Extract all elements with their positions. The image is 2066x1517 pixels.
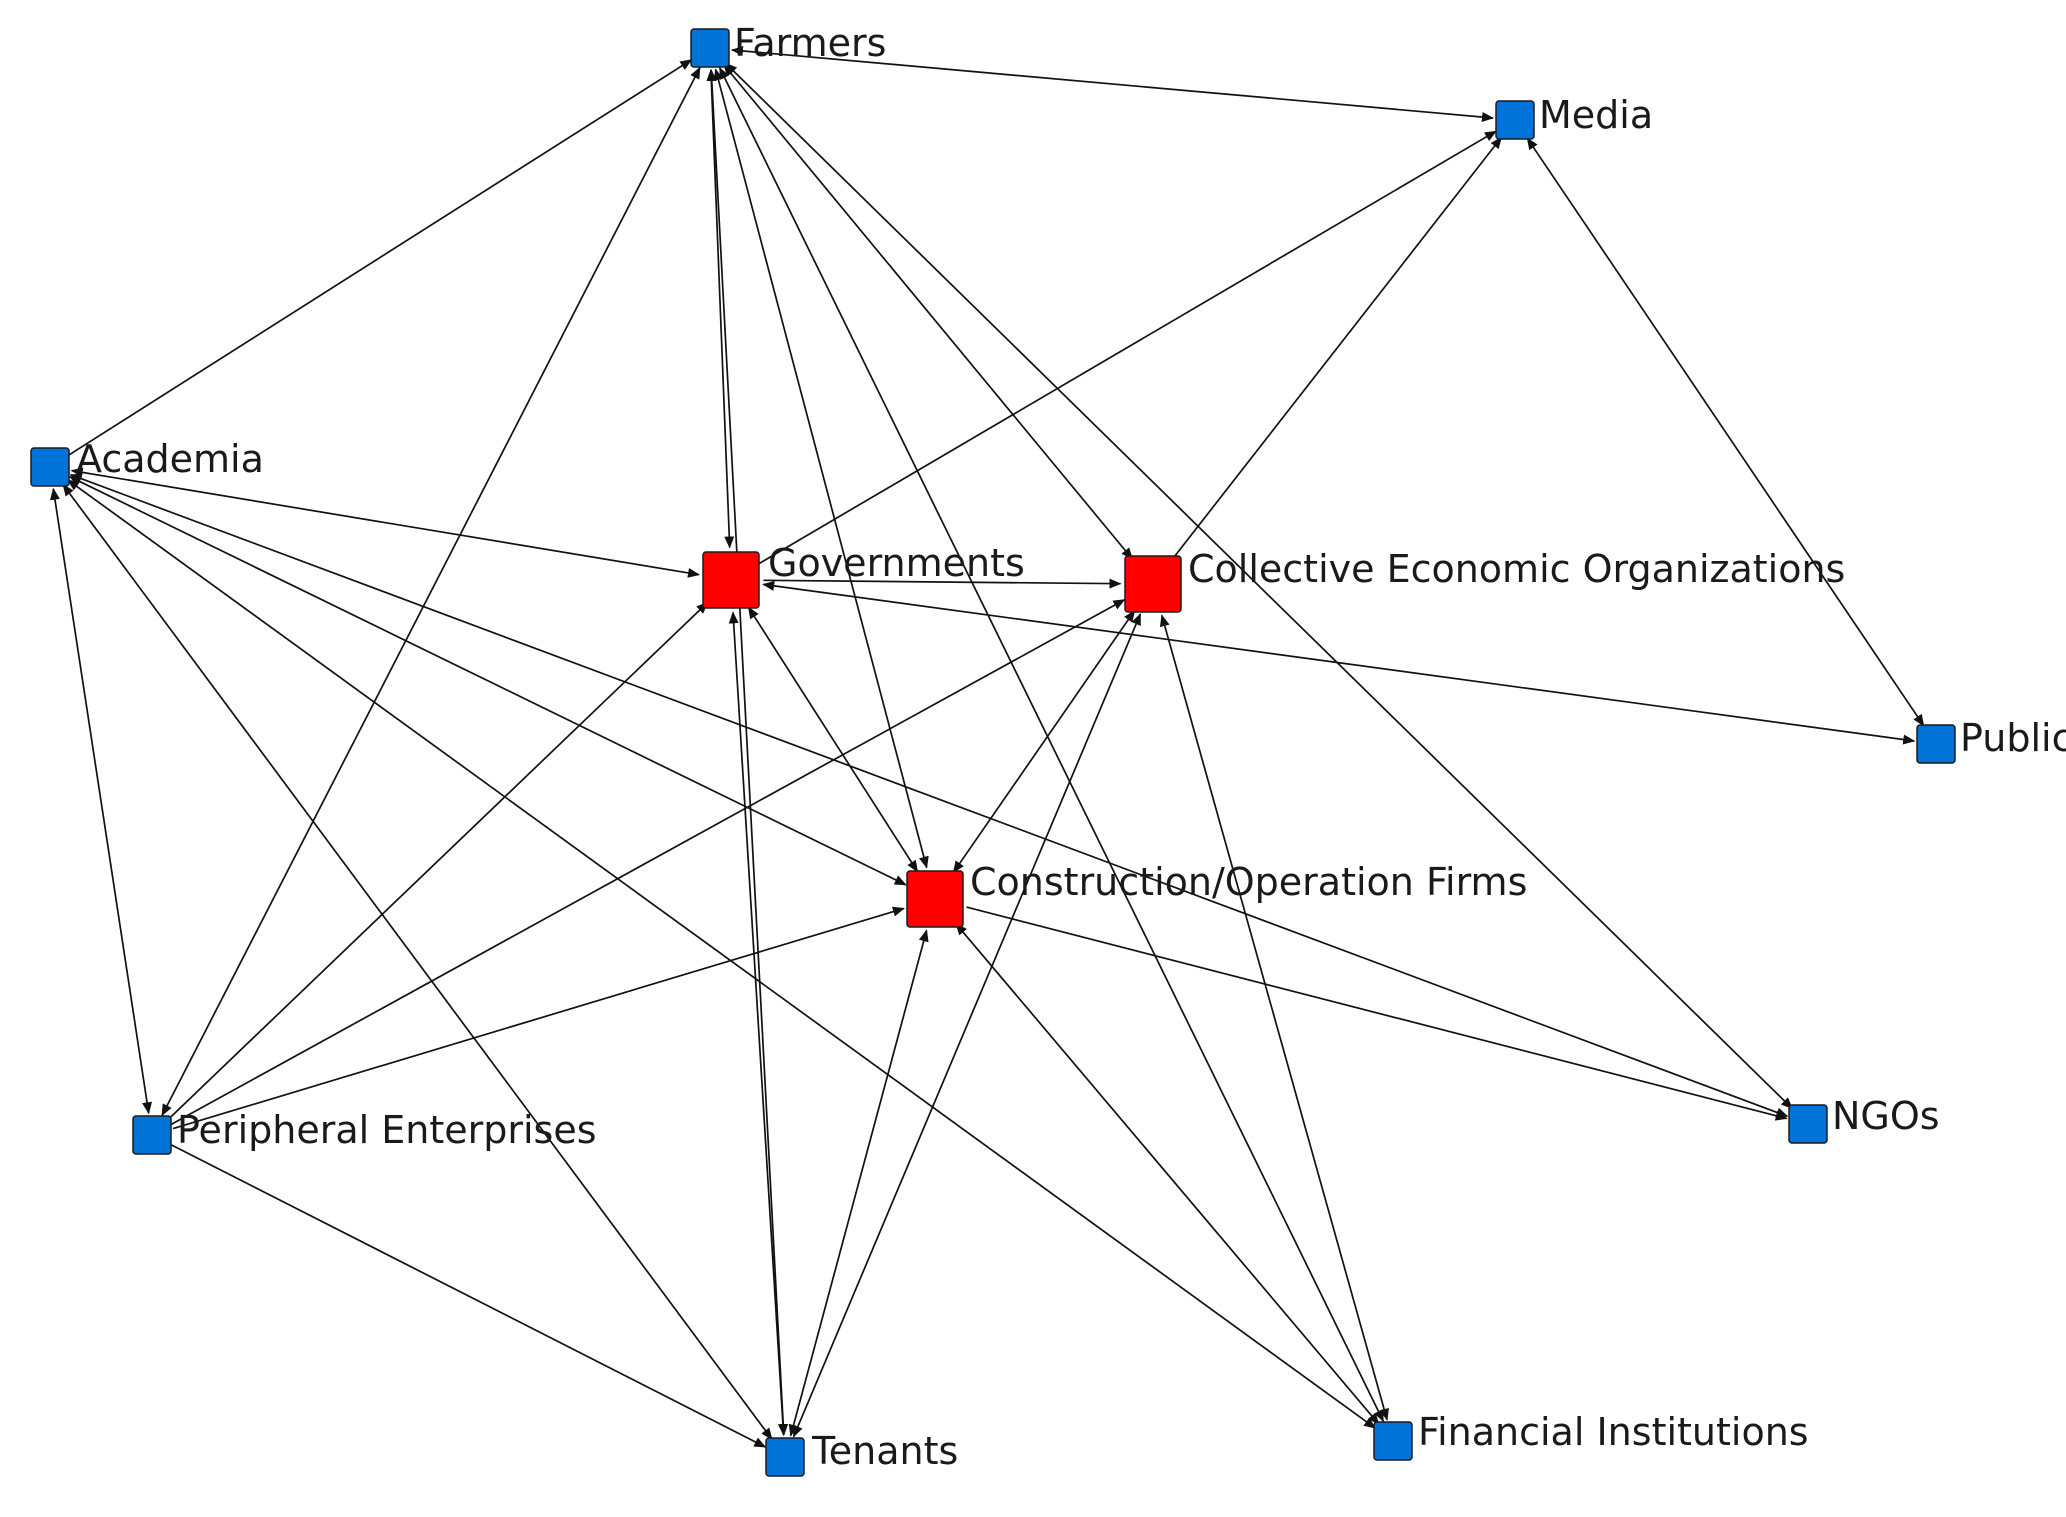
farmers-label: Farmers xyxy=(734,21,886,65)
ngos-label: NGOs xyxy=(1832,1094,1940,1138)
edge-layer xyxy=(50,45,1925,1448)
media-label: Media xyxy=(1539,93,1653,137)
tenants-label: Tenants xyxy=(811,1429,958,1473)
governments-node xyxy=(702,551,760,609)
edge-ceo-media xyxy=(1172,136,1503,559)
edge-academia-tenants xyxy=(62,483,773,1441)
public-node xyxy=(1916,724,1956,764)
edge-firms-tenants xyxy=(788,929,929,1437)
label-layer: Farmers Media Academia Governments Colle… xyxy=(76,21,2066,1473)
edge-ceo-firms xyxy=(952,609,1136,874)
edge-peripheral-governments xyxy=(167,601,709,1121)
tenants-node xyxy=(765,1437,805,1477)
peripheral-enterprises-label: Peripheral Enterprises xyxy=(177,1108,597,1152)
edge-academia-peripheral xyxy=(50,487,152,1115)
edge-academia-firms xyxy=(68,475,907,886)
financial-institutions-label: Financial Institutions xyxy=(1418,1410,1809,1454)
public-label: Public xyxy=(1960,716,2066,760)
edge-media-public xyxy=(1526,137,1925,727)
edge-ceo-financial xyxy=(1159,614,1389,1421)
edge-farmers-tenants xyxy=(706,69,789,1436)
edge-peripheral-firms xyxy=(172,906,905,1130)
media-node xyxy=(1495,100,1535,140)
academia-label: Academia xyxy=(76,437,264,481)
ceo-node xyxy=(1124,555,1182,613)
academia-node xyxy=(30,447,70,487)
ngos-node xyxy=(1788,1104,1828,1144)
edge-firms-financial xyxy=(955,923,1380,1425)
edge-academia-financial xyxy=(66,479,1377,1429)
edge-ceo-tenants xyxy=(792,612,1142,1438)
collective-economic-organizations-label: Collective Economic Organizations xyxy=(1188,547,1845,591)
edge-governments-tenants xyxy=(728,611,788,1436)
edge-farmers-financial xyxy=(718,66,1385,1423)
edge-peripheral-ceo xyxy=(170,598,1126,1126)
financial-node xyxy=(1373,1421,1413,1461)
firms-node xyxy=(906,870,964,928)
farmers-node xyxy=(690,28,730,68)
edge-governments-public xyxy=(762,580,1916,745)
peripheral-node xyxy=(132,1115,172,1155)
node-layer xyxy=(30,28,1956,1477)
construction-operation-firms-label: Construction/Operation Firms xyxy=(970,860,1527,904)
edge-firms-ngos xyxy=(966,906,1788,1121)
governments-label: Governments xyxy=(768,541,1025,585)
edge-farmers-ceo xyxy=(723,64,1133,560)
edge-academia-farmers xyxy=(68,59,693,456)
edge-farmers-governments xyxy=(706,69,735,549)
edge-peripheral-tenants xyxy=(171,1144,767,1448)
edge-governments-media xyxy=(758,130,1497,565)
